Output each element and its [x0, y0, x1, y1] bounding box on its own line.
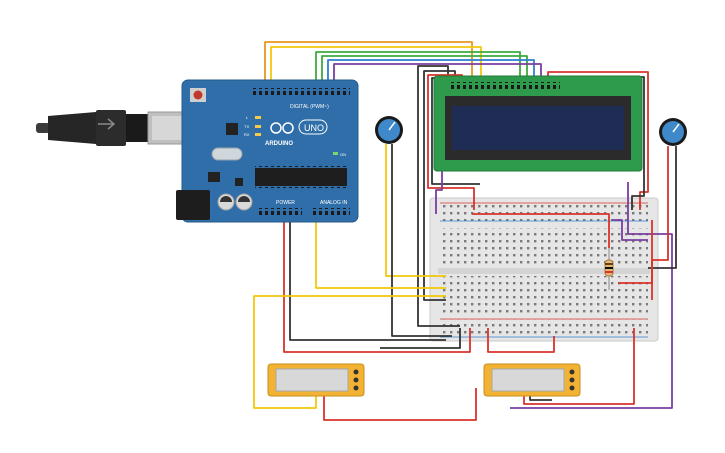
led-tx	[255, 125, 261, 128]
wire-red-5v[interactable]	[283, 216, 471, 353]
model-label: UNO	[304, 123, 324, 133]
wire-red-rail-right[interactable]	[618, 220, 653, 284]
breadboard-top-rail[interactable]	[440, 203, 648, 221]
pin-rx-label: RX	[244, 132, 250, 137]
multimeter-dial-icon[interactable]	[569, 369, 575, 375]
wire-black-bottom[interactable]	[380, 328, 461, 349]
wire-red-meter1[interactable]	[323, 388, 477, 421]
wire-orange[interactable]	[264, 41, 473, 88]
multimeter-1-display	[275, 368, 349, 392]
breadboard-bottom-rail[interactable]	[440, 319, 648, 337]
lcd-screen	[452, 106, 624, 150]
arduino-board[interactable]: DIGITAL (PWM~) POWER ANALOG IN L TX RX O…	[176, 79, 359, 223]
microcontroller-chip	[255, 168, 347, 186]
usb-cable-icon	[36, 110, 189, 146]
wire-yellow-pot1[interactable]	[385, 144, 446, 277]
usb-chip	[226, 123, 238, 135]
wire-yellow-meter1[interactable]	[253, 295, 446, 409]
power-label: POWER	[276, 200, 295, 206]
arduino-logo: ARDUINO UNO	[265, 119, 328, 147]
crystal	[211, 147, 243, 161]
wire-black-meter2[interactable]	[529, 396, 552, 401]
power-header[interactable]	[258, 208, 302, 216]
brand-label: ARDUINO	[265, 141, 293, 147]
led-l	[255, 116, 261, 119]
resistor[interactable]	[604, 248, 614, 290]
wire-green-1[interactable]	[315, 51, 521, 88]
on-label: ON	[340, 152, 346, 157]
wire-red-meter2[interactable]	[523, 328, 635, 405]
led-on	[333, 152, 338, 155]
wires[interactable]	[253, 41, 677, 421]
power-jack	[176, 190, 210, 220]
wire-black-pot2[interactable]	[648, 146, 677, 269]
wire-red-lcd-right[interactable]	[547, 71, 649, 210]
wire-red-meter-mid[interactable]	[487, 328, 555, 353]
analog-label: ANALOG IN	[320, 200, 348, 206]
wire-blue[interactable]	[327, 59, 535, 88]
multimeter-2-display	[491, 368, 565, 392]
breadboard-upper-block[interactable]	[440, 228, 648, 266]
wire-red-resistor[interactable]	[472, 213, 610, 248]
wire-purple-top[interactable]	[333, 63, 542, 88]
regulator	[208, 172, 220, 182]
pin-l-label: L	[246, 115, 249, 120]
multimeter-dial-icon[interactable]	[353, 369, 359, 375]
wire-black-gnd[interactable]	[289, 216, 446, 341]
digital-header[interactable]	[252, 88, 350, 96]
potentiometer-2[interactable]	[659, 118, 687, 146]
wire-yellow-a0[interactable]	[315, 216, 446, 289]
wire-purple-inner[interactable]	[612, 219, 648, 241]
potentiometer-1[interactable]	[375, 116, 403, 144]
lcd-pin-header[interactable]	[450, 82, 560, 90]
breadboard-lower-block[interactable]	[440, 276, 648, 314]
wire-black-pot1[interactable]	[391, 144, 452, 337]
digital-label: DIGITAL (PWM~)	[290, 104, 329, 110]
wire-purple-lcd-right[interactable]	[510, 182, 673, 409]
led-rx	[255, 133, 261, 136]
multimeter-1[interactable]	[267, 363, 365, 397]
lcd-display[interactable]	[433, 75, 643, 172]
breadboard[interactable]	[429, 197, 659, 342]
multimeter-2[interactable]	[483, 363, 581, 397]
wire-green-2[interactable]	[321, 55, 528, 88]
reset-button[interactable]	[193, 90, 203, 100]
pin-tx-label: TX	[244, 124, 249, 129]
analog-header[interactable]	[310, 208, 350, 216]
